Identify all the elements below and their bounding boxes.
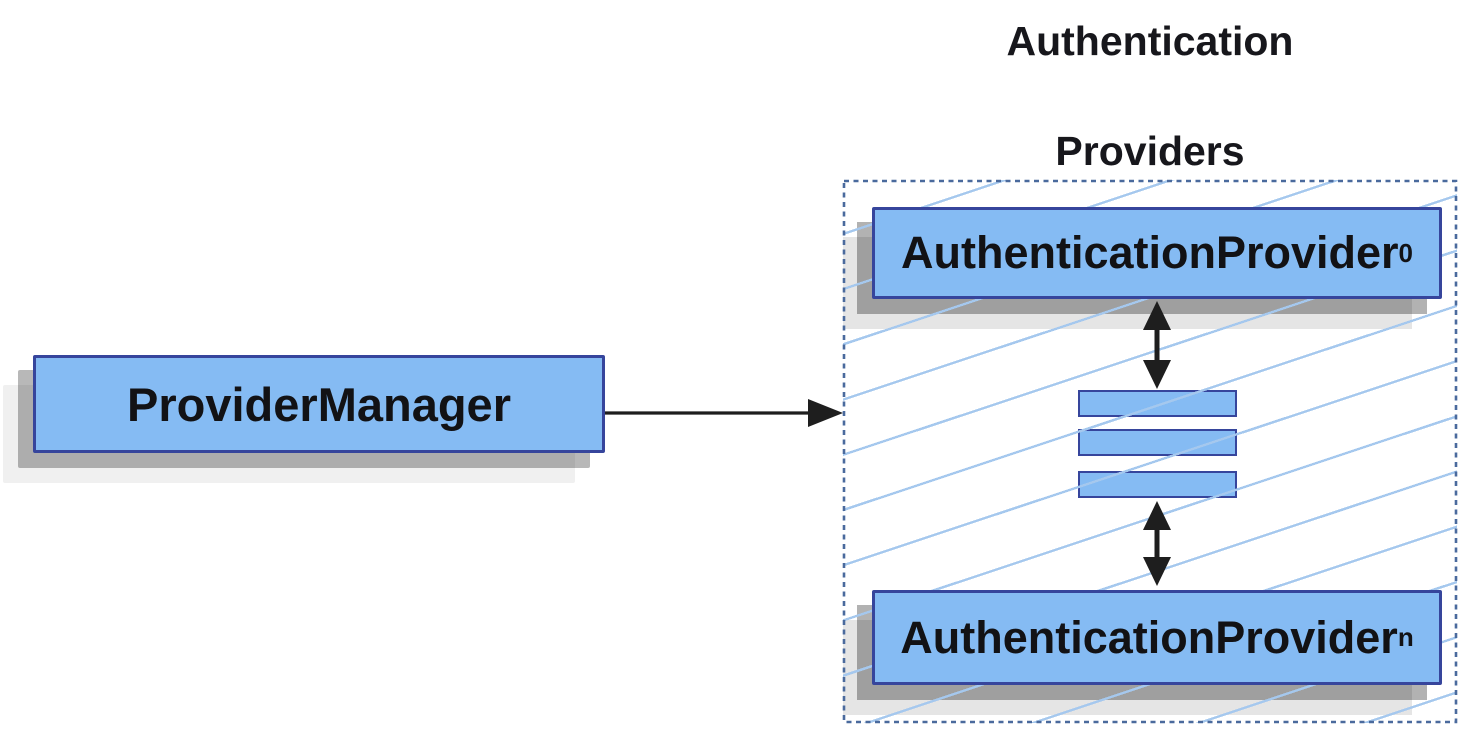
ellipsis-bar — [1078, 471, 1237, 498]
ellipsis-bar — [1078, 429, 1237, 456]
group-title: Authentication Providers — [843, 14, 1457, 179]
node-authentication-provider-n-subscript: n — [1397, 622, 1414, 652]
group-title-line1: Authentication — [1006, 18, 1294, 64]
node-authentication-provider-0-label: AuthenticationProvider — [900, 227, 1399, 278]
arrow-provider-manager-to-providers — [605, 399, 843, 427]
node-authentication-provider-n-label: AuthenticationProvider — [900, 611, 1398, 663]
node-authentication-provider-0-subscript: 0 — [1398, 237, 1414, 268]
node-provider-manager-label: ProviderManager — [127, 377, 511, 431]
group-title-line2: Providers — [1055, 128, 1245, 174]
node-provider-manager: ProviderManager — [33, 355, 605, 453]
ellipsis-bar — [1078, 390, 1237, 417]
